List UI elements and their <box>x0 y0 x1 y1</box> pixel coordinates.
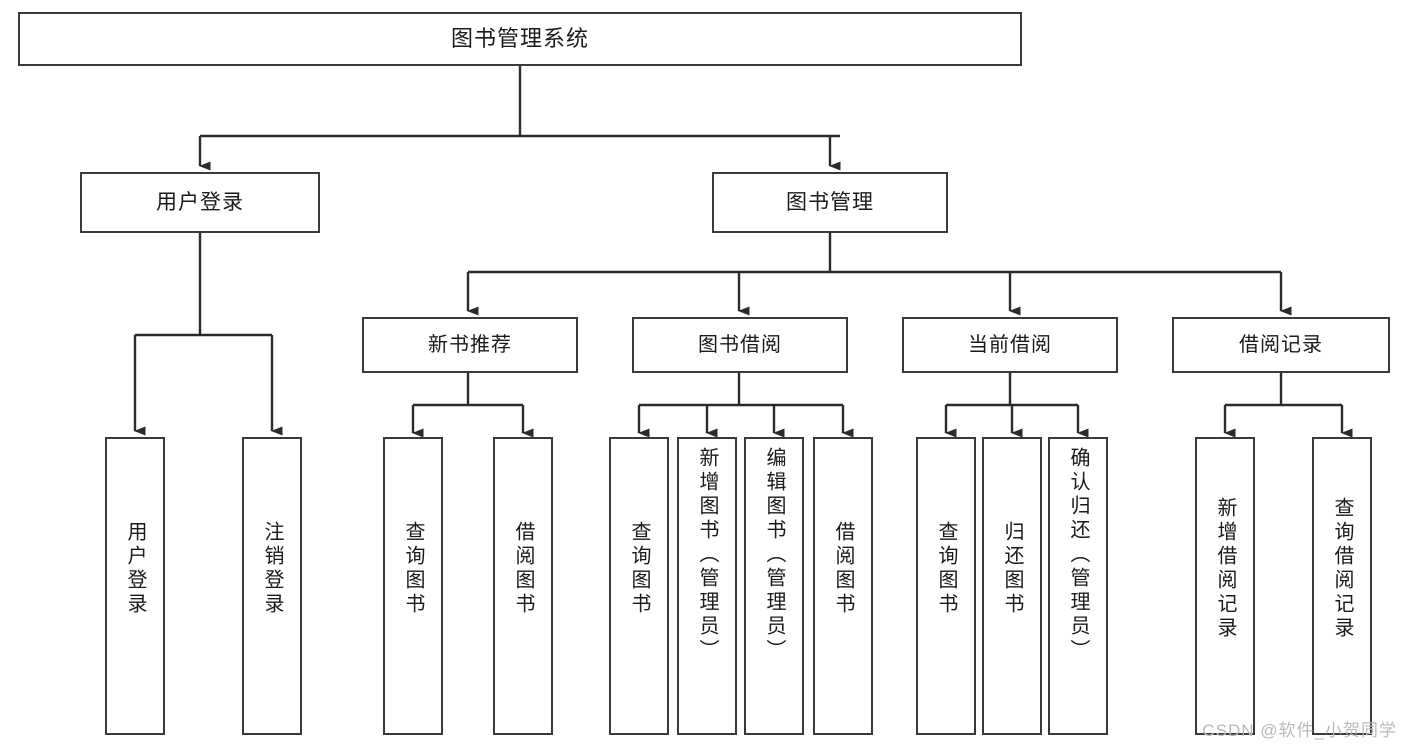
leaf-label: 查询图书 <box>935 521 957 617</box>
node-book-management[interactable]: 图书管理 <box>712 172 948 233</box>
node-borrow-record[interactable]: 借阅记录 <box>1172 317 1390 373</box>
leaf-label: 借阅图书 <box>512 521 534 617</box>
leaf-label: 查询图书 <box>628 521 650 617</box>
leaf-query-book-current[interactable]: 查询图书 <box>916 437 976 735</box>
node-new-book-recommend[interactable]: 新书推荐 <box>362 317 578 373</box>
leaf-borrow-book-recommend[interactable]: 借阅图书 <box>493 437 553 735</box>
leaf-label: 编辑图书（管理员） <box>763 447 785 663</box>
node-label: 借阅记录 <box>1239 334 1323 356</box>
node-current-borrow[interactable]: 当前借阅 <box>902 317 1118 373</box>
node-label: 当前借阅 <box>968 334 1052 356</box>
leaf-query-borrow-record[interactable]: 查询借阅记录 <box>1312 437 1372 735</box>
leaf-label: 确认归还（管理员） <box>1067 447 1089 663</box>
leaf-add-borrow-record[interactable]: 新增借阅记录 <box>1195 437 1255 735</box>
leaf-borrow-book[interactable]: 借阅图书 <box>813 437 873 735</box>
node-book-management-system[interactable]: 图书管理系统 <box>18 12 1022 66</box>
leaf-label: 借阅图书 <box>832 521 854 617</box>
leaf-label: 用户登录 <box>124 521 146 617</box>
leaf-label: 新增借阅记录 <box>1214 497 1236 641</box>
watermark: CSDN @软件_小贺同学 <box>1202 721 1397 740</box>
leaf-confirm-return-admin[interactable]: 确认归还（管理员） <box>1048 437 1108 735</box>
node-label: 图书管理 <box>786 190 874 214</box>
node-label: 用户登录 <box>156 190 244 214</box>
leaf-user-login[interactable]: 用户登录 <box>105 437 165 735</box>
node-label: 图书管理系统 <box>450 25 589 51</box>
leaf-label: 注销登录 <box>261 521 283 617</box>
node-book-borrow[interactable]: 图书借阅 <box>632 317 848 373</box>
leaf-label: 新增图书（管理员） <box>696 447 718 663</box>
leaf-label: 查询图书 <box>402 521 424 617</box>
leaf-query-book-borrow[interactable]: 查询图书 <box>609 437 669 735</box>
leaf-return-book[interactable]: 归还图书 <box>982 437 1042 735</box>
node-label: 图书借阅 <box>698 334 782 356</box>
node-label: 新书推荐 <box>428 334 512 356</box>
leaf-label: 归还图书 <box>1001 521 1023 617</box>
leaf-label: 查询借阅记录 <box>1331 497 1353 641</box>
node-user-login[interactable]: 用户登录 <box>80 172 320 233</box>
leaf-query-book-recommend[interactable]: 查询图书 <box>383 437 443 735</box>
leaf-add-book-admin[interactable]: 新增图书（管理员） <box>677 437 737 735</box>
leaf-logout[interactable]: 注销登录 <box>242 437 302 735</box>
leaf-edit-book-admin[interactable]: 编辑图书（管理员） <box>744 437 804 735</box>
